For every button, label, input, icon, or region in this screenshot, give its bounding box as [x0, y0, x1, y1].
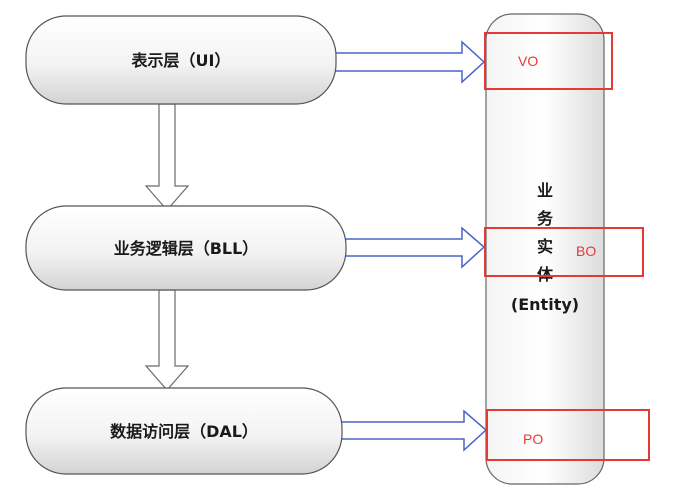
- layer-box-bll: 业务逻辑层（BLL）: [25, 205, 347, 291]
- arrow-ui-to-bll: [144, 103, 190, 211]
- tag-vo: VO: [518, 53, 538, 69]
- arrow-ui-to-vo: [333, 40, 486, 84]
- tag-bo: BO: [576, 243, 596, 259]
- entity-english: (Entity): [511, 295, 579, 314]
- layer-box-ui: 表示层（UI）: [25, 15, 337, 105]
- highlight-po: PO: [486, 409, 650, 461]
- layer-label-dal: 数据访问层（DAL）: [110, 422, 258, 441]
- arrow-bll-to-bo: [344, 226, 486, 269]
- arrow-dal-to-po: [339, 409, 488, 452]
- arrow-bll-to-dal: [144, 289, 190, 391]
- entity-char-1: 业: [537, 181, 553, 200]
- layer-label-ui: 表示层（UI）: [131, 51, 231, 70]
- layer-label-bll: 业务逻辑层（BLL）: [114, 239, 259, 258]
- entity-label: 业 务 实 体 (Entity): [511, 181, 579, 314]
- entity-char-2: 务: [537, 209, 554, 228]
- highlight-bo: BO: [484, 227, 644, 277]
- tag-po: PO: [523, 431, 543, 447]
- entity-char-3: 实: [537, 237, 553, 256]
- highlight-vo: VO: [484, 32, 613, 90]
- layer-box-dal: 数据访问层（DAL）: [25, 387, 343, 475]
- entity-char-4: 体: [537, 265, 554, 284]
